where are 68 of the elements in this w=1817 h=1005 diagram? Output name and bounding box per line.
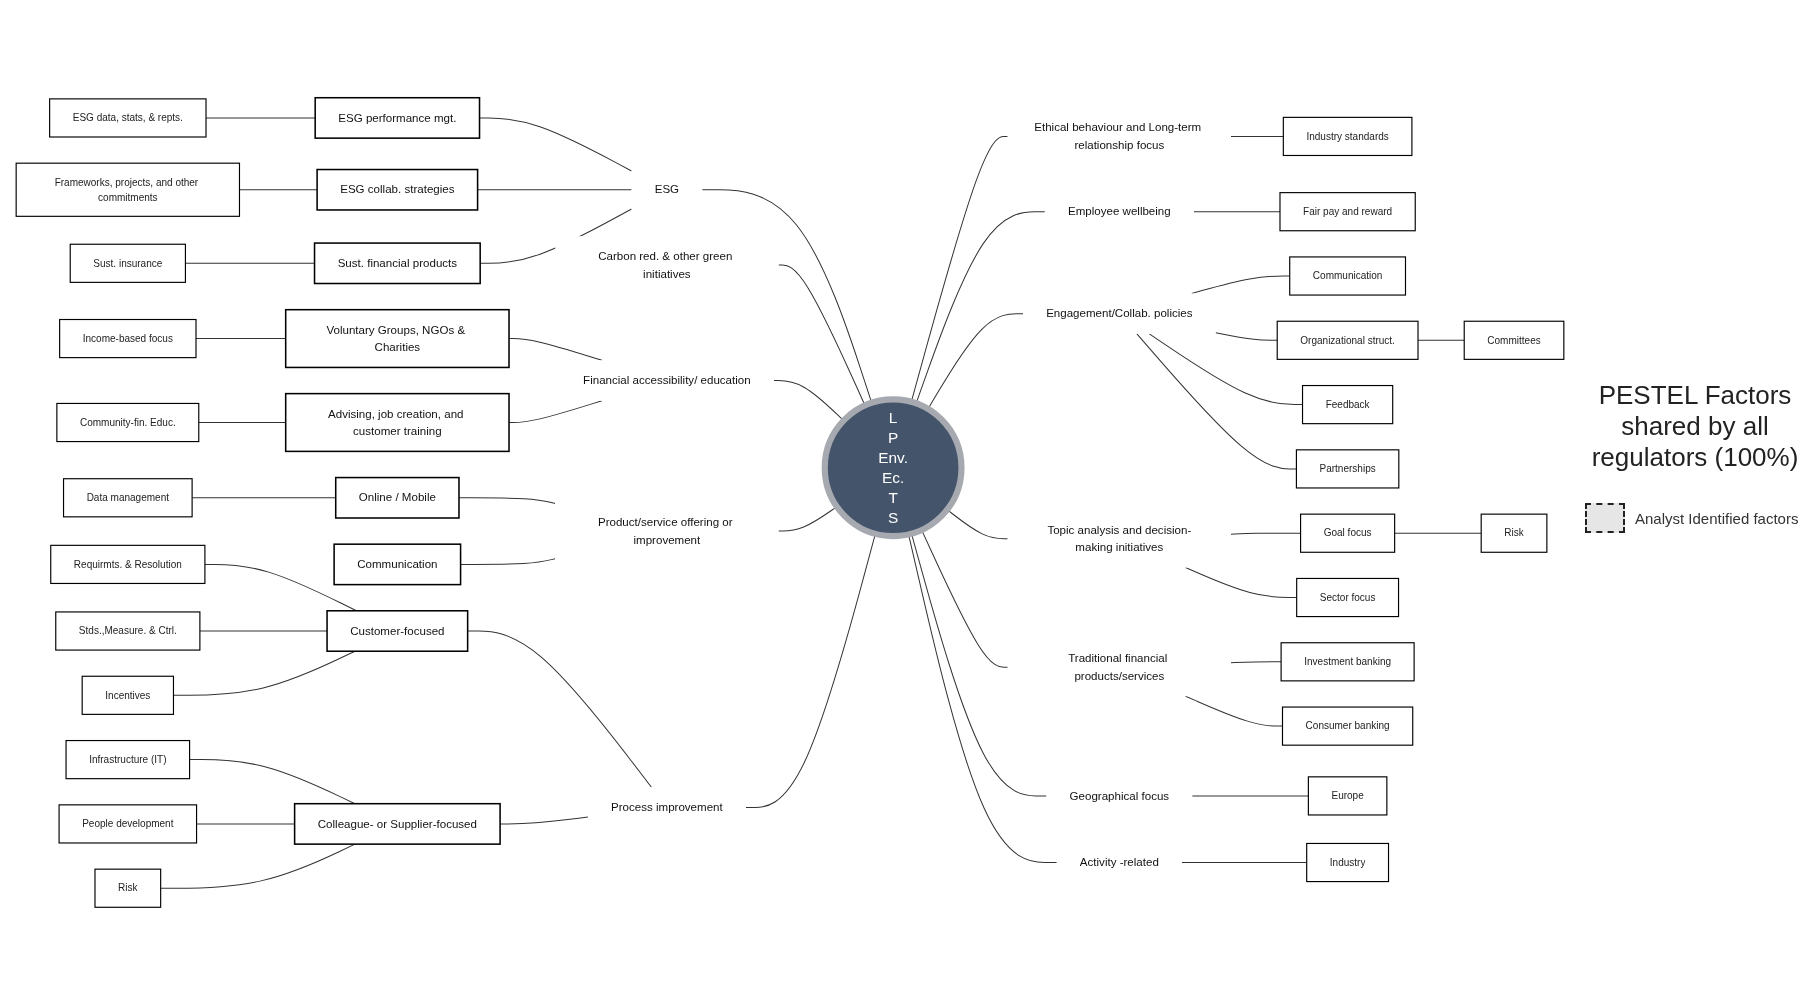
node-text: Employee wellbeing xyxy=(1067,204,1171,218)
node-box xyxy=(81,675,175,715)
node-box xyxy=(326,610,469,652)
node-text: Financial accessibility/ education xyxy=(583,373,751,387)
caption: PESTEL Factors shared by all regulators (100%) xyxy=(1590,380,1800,473)
node-box xyxy=(62,478,193,518)
node-text: Traditional financial products/services xyxy=(1068,651,1168,682)
node-box xyxy=(69,243,186,283)
node-text: Activity -related xyxy=(1079,855,1159,869)
node-text: ESG xyxy=(654,182,680,196)
node-box xyxy=(55,611,201,651)
node-box xyxy=(333,543,462,586)
node-box xyxy=(65,739,191,780)
connector xyxy=(1215,332,1278,341)
node-box xyxy=(1463,320,1565,360)
node-box xyxy=(284,308,510,369)
node-box xyxy=(314,96,481,139)
node-box xyxy=(1296,577,1400,618)
node-text: Ethical behaviour and Long-term relationship focus xyxy=(1034,120,1202,152)
node-box xyxy=(313,242,481,285)
node-box xyxy=(1282,116,1413,157)
node-box xyxy=(1295,449,1400,489)
connector xyxy=(189,759,356,805)
node-text: Engagement/Collab. policies xyxy=(1046,306,1193,320)
node-circle xyxy=(821,396,965,540)
connector xyxy=(1230,661,1282,664)
node-text: Topic analysis and decision-making initiatives xyxy=(1047,522,1192,554)
connector xyxy=(467,630,652,788)
connector xyxy=(239,189,318,191)
node-box xyxy=(58,804,198,844)
node-box xyxy=(293,802,501,845)
connector xyxy=(1191,795,1309,797)
node-box xyxy=(1276,320,1419,360)
node-box xyxy=(1300,513,1396,553)
node-box xyxy=(15,162,241,217)
node-text: Process improvement xyxy=(611,800,723,814)
node-box xyxy=(1281,706,1414,746)
node-text: Carbon red. & other green initiatives xyxy=(598,249,733,280)
node-box xyxy=(1279,192,1416,232)
connector xyxy=(199,630,328,632)
connector xyxy=(458,497,556,504)
legend-text: Analyst Identified factors xyxy=(1635,509,1799,527)
connector xyxy=(1230,135,1284,137)
node-box xyxy=(49,98,207,138)
node-box xyxy=(1301,384,1394,425)
node-box xyxy=(50,544,206,585)
node-box xyxy=(56,402,200,443)
node-text: Product/service offering or improvement xyxy=(597,515,733,546)
node-box xyxy=(59,318,197,359)
node-box xyxy=(316,168,479,211)
connector xyxy=(477,189,633,191)
connector xyxy=(460,558,556,565)
connector xyxy=(479,117,633,172)
node-box xyxy=(334,476,460,519)
connector xyxy=(1185,695,1283,727)
node-box xyxy=(284,392,510,453)
connector xyxy=(1394,532,1482,534)
node-box xyxy=(94,868,162,908)
node-box xyxy=(1280,642,1415,682)
node-text: Geographical focus xyxy=(1069,788,1170,802)
node-box xyxy=(1480,513,1548,553)
connector xyxy=(1136,333,1297,470)
connector xyxy=(701,189,873,404)
node-box xyxy=(1289,256,1407,296)
node-box xyxy=(1307,776,1388,816)
node-box xyxy=(1306,842,1390,883)
connector xyxy=(204,563,357,612)
diagram: ESG data, stats, & repts. ESG performance mgt. Frameworks, projects, and other commitments ESG collab. strategies Sust. insurance Sust. financial products ESG Carbon red. & other green initiatives Income-based focus Voluntary Groups, NGOs & Charities Community-fin. Educ. Advising, job creation, and customer training Financial accessibility/ education Data management Online / Mobile Communication Product/service offering or improvement Requirmts. & Resolution Stds.,Measure. & Ctrl. Incentives Customer-focused Infrastructure (IT) People development Risk Colleague- or Supplier-focused Process improvement L P Env. Ec. T S Ethical behaviour and Long-term relationship focus Industry standards Employee wellbeing Fair pay and reward Engagement/Collab. policies Communication Organizational struct. Committees Feedback Partnerships Topic analysis and decision-making initiatives Goal focus Risk Sector focus Traditional financial products/services Investment banking Consumer banking Geographical focus Europe Activity -related Industry xyxy=(10,10,1570,995)
